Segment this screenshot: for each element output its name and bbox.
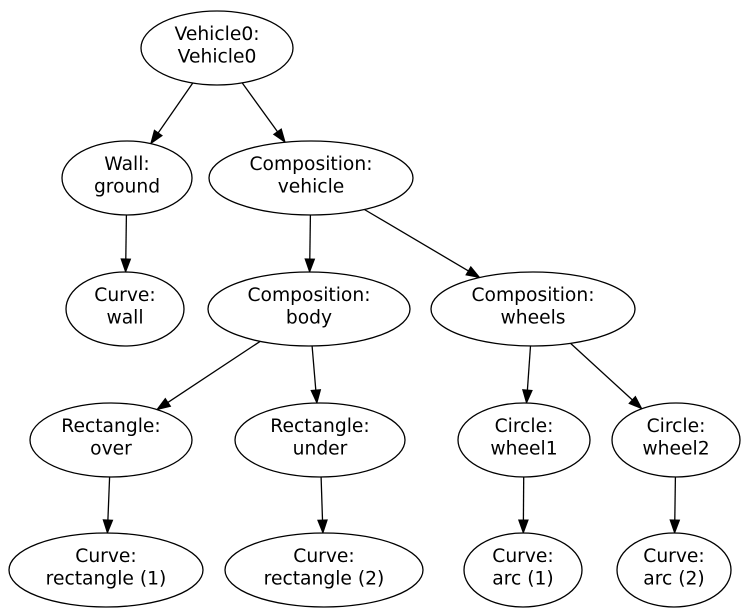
node-ellipse <box>65 271 185 347</box>
node-label-line1: Composition: <box>249 154 372 175</box>
node-ellipse <box>208 140 414 216</box>
node-label-line1: Composition: <box>471 285 594 306</box>
edge-line <box>125 214 128 260</box>
edge-circle-wheel1-to-curve-arc-1 <box>517 476 529 535</box>
node-label-line2: Vehicle0 <box>178 47 257 68</box>
node-ellipse <box>611 402 741 478</box>
node-label-line1: Curve: <box>94 285 155 306</box>
edge-line <box>570 342 633 401</box>
arrowhead-icon <box>669 519 681 535</box>
node-label-line2: wheel1 <box>490 439 557 460</box>
node-label-line1: Circle: <box>495 416 554 437</box>
node-ellipse <box>430 271 636 347</box>
node-label-line1: Curve: <box>492 546 553 567</box>
arrowhead-icon <box>272 128 286 144</box>
node-label-line2: body <box>286 308 332 329</box>
node-label-line2: rectangle (1) <box>46 569 167 590</box>
node-composition-wheels: Composition:wheels <box>430 271 636 347</box>
edge-line <box>364 208 469 272</box>
node-curve-arc-2: Curve:arc (2) <box>616 532 732 608</box>
edge-line <box>526 345 532 391</box>
node-ellipse <box>8 532 204 608</box>
edge-composition-body-to-rectangle-over <box>155 340 261 411</box>
node-ellipse <box>224 532 424 608</box>
node-label-line2: ground <box>94 177 160 198</box>
node-ellipse <box>616 532 732 608</box>
edge-rectangle-under-to-curve-rectangle-2 <box>317 476 328 535</box>
node-ellipse <box>457 402 591 478</box>
node-wall-ground: Wall:ground <box>61 140 193 216</box>
node-curve-rectangle-2: Curve:rectangle (2) <box>224 532 424 608</box>
edge-composition-wheels-to-circle-wheel1 <box>522 345 533 405</box>
node-label-line2: wall <box>106 308 143 329</box>
node-ellipse <box>140 10 294 86</box>
arrowhead-icon <box>317 519 328 535</box>
node-label-line2: under <box>293 439 348 460</box>
node-ellipse <box>61 140 193 216</box>
edge-circle-wheel2-to-curve-arc-2 <box>669 476 681 535</box>
edge-line <box>241 82 279 133</box>
node-ellipse <box>234 402 406 478</box>
edges-layer <box>102 82 681 535</box>
edge-composition-vehicle-to-composition-wheels <box>364 208 481 279</box>
node-curve-rectangle-1: Curve:rectangle (1) <box>8 532 204 608</box>
edge-vehicle0-to-wall-ground <box>149 82 194 145</box>
node-label-line2: wheels <box>500 308 565 329</box>
edge-composition-wheels-to-circle-wheel2 <box>570 342 643 410</box>
node-label-line1: Curve: <box>75 546 136 567</box>
arrowhead-icon <box>310 389 322 405</box>
edge-wall-ground-to-curve-wall <box>120 214 132 274</box>
node-label-line1: Curve: <box>293 546 354 567</box>
node-ellipse <box>29 402 193 478</box>
node-circle-wheel2: Circle:wheel2 <box>611 402 741 478</box>
node-circle-wheel1: Circle:wheel1 <box>457 402 591 478</box>
edge-vehicle0-to-composition-vehicle <box>241 82 286 144</box>
node-label-line1: Circle: <box>647 416 706 437</box>
nodes-layer: Vehicle0:Vehicle0Wall:groundComposition:… <box>8 10 741 608</box>
edge-line <box>157 82 194 134</box>
node-label-line1: Curve: <box>643 546 704 567</box>
node-label-line1: Vehicle0: <box>174 24 259 45</box>
edge-line <box>167 340 261 403</box>
arrowhead-icon <box>155 397 172 411</box>
arrowhead-icon <box>102 519 114 535</box>
node-label-line2: arc (2) <box>643 569 704 590</box>
edge-line <box>674 476 677 521</box>
node-label-line2: arc (1) <box>492 569 553 590</box>
arrowhead-icon <box>120 258 132 274</box>
arrowhead-icon <box>149 129 163 145</box>
node-label-line2: over <box>90 439 132 460</box>
node-label-line2: rectangle (2) <box>264 569 385 590</box>
edge-line <box>320 476 324 521</box>
node-label-line1: Wall: <box>104 154 149 175</box>
edge-line <box>311 345 317 391</box>
node-rectangle-under: Rectangle:under <box>234 402 406 478</box>
edge-line <box>309 214 312 260</box>
node-composition-vehicle: Composition:vehicle <box>208 140 414 216</box>
node-composition-body: Composition:body <box>207 271 411 347</box>
node-label-line1: Composition: <box>247 285 370 306</box>
node-label-line2: wheel2 <box>642 439 709 460</box>
node-label-line1: Rectangle: <box>270 416 369 437</box>
edge-composition-body-to-rectangle-under <box>310 345 322 405</box>
arrowhead-icon <box>304 258 316 274</box>
node-ellipse <box>463 532 583 608</box>
edge-line <box>107 476 111 521</box>
node-label-line1: Rectangle: <box>61 416 160 437</box>
node-vehicle0: Vehicle0:Vehicle0 <box>140 10 294 86</box>
arrowhead-icon <box>522 389 533 405</box>
arrowhead-icon <box>517 519 529 535</box>
edge-composition-vehicle-to-composition-body <box>304 214 316 274</box>
node-curve-wall: Curve:wall <box>65 271 185 347</box>
edge-rectangle-over-to-curve-rectangle-1 <box>102 476 114 535</box>
node-curve-arc-1: Curve:arc (1) <box>463 532 583 608</box>
node-rectangle-over: Rectangle:over <box>29 402 193 478</box>
node-label-line2: vehicle <box>278 177 345 198</box>
arrowhead-icon <box>465 265 481 279</box>
arrowhead-icon <box>628 395 643 410</box>
node-ellipse <box>207 271 411 347</box>
